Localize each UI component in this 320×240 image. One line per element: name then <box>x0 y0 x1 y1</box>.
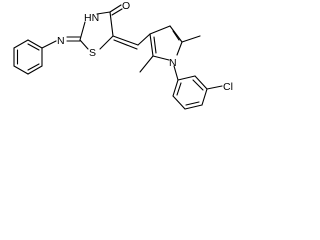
atom-label-n-imine: N <box>57 35 65 47</box>
chlorophenyl-ring <box>172 75 208 110</box>
thiazolidinone-ring <box>79 11 114 50</box>
phenyl-ring <box>13 39 43 75</box>
bond-exocyclic-2 <box>113 39 138 50</box>
bond <box>172 79 179 97</box>
atom-label-o: O <box>122 0 130 12</box>
bond <box>149 33 154 57</box>
bond-methyl-5 <box>181 35 201 43</box>
pyrrole-ring <box>149 25 183 61</box>
bond <box>27 65 43 75</box>
bond <box>13 39 29 49</box>
bond <box>96 11 111 15</box>
bond <box>79 21 86 41</box>
bond <box>172 95 186 110</box>
bond-exocyclic <box>112 35 139 46</box>
atom-label-n-pyrrole: N <box>169 57 177 69</box>
bond <box>109 11 114 37</box>
bond <box>152 55 170 61</box>
bond-inner <box>176 82 182 96</box>
structure-canvas: HN O N S N Cl <box>0 0 247 116</box>
bond <box>13 65 29 75</box>
bond <box>201 88 208 106</box>
bond-inner <box>27 63 40 71</box>
atom-label-nh: HN <box>84 12 99 24</box>
bond-inner <box>153 36 157 54</box>
bond <box>169 25 183 43</box>
bond <box>27 39 43 49</box>
bond-methyl-2 <box>139 55 154 73</box>
bond-inner <box>185 101 200 106</box>
bond-inner <box>172 30 180 41</box>
bond-n-aryl <box>173 65 179 81</box>
bond-carbonyl <box>109 4 122 13</box>
bond-carbonyl-2 <box>111 8 123 16</box>
bond <box>184 104 203 110</box>
chemical-structure: HN O N S N Cl <box>13 0 233 110</box>
bond-inner <box>192 79 204 91</box>
bond <box>194 75 208 90</box>
bond-c-cl <box>206 85 223 90</box>
atom-label-cl: Cl <box>223 81 233 93</box>
bond <box>149 25 171 35</box>
bond-phenyl-n <box>41 40 57 49</box>
bond <box>176 41 183 56</box>
atom-label-s: S <box>89 47 96 59</box>
bond-ch-pyrrole <box>137 33 151 46</box>
bond <box>99 35 114 50</box>
bond <box>177 75 196 81</box>
bond-inner <box>27 43 40 51</box>
bond <box>79 39 89 50</box>
